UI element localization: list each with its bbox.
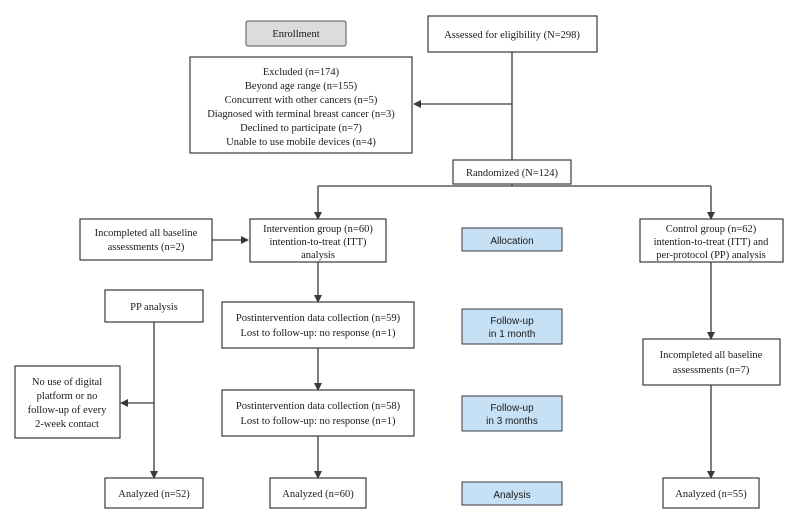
eligibility-box [427,15,598,53]
control-line-0: Control group (n=62) [666,224,757,235]
analyzed-pp-label: Analyzed (n=52) [118,489,190,500]
control-line-1: intention-to-treat (ITT) and [654,237,770,248]
analyzed-control-label: Analyzed (n=55) [675,489,747,500]
post3-line-0: Postintervention data collection (n=58) [236,401,401,412]
control-box [639,218,784,263]
control-incompleted-line-1: assessments (n=7) [673,365,750,376]
excluded-line-1: Beyond age range (n=155) [245,81,358,92]
no-use-line-0: No use of digital [32,377,102,388]
excluded-line-0: Excluded (n=174) [263,67,340,78]
followup3-stage-box [461,395,563,432]
control-incompleted-box [642,338,781,386]
analysis-stage-box [461,481,563,506]
intervention-box [249,218,387,263]
randomized-label: Randomized (N=124) [466,168,558,179]
post3-box [221,389,415,437]
enrollment-label: Enrollment [272,29,319,40]
intervention-line-2: analysis [301,250,335,261]
allocation-stage-box [461,227,563,252]
incompleted-left-line-0: Incompleted all baseline [95,228,198,239]
excluded-line-2: Concurrent with other cancers (n=5) [225,95,378,106]
followup3-stage-line-1: in 3 months [486,416,538,427]
analysis-stage-label: Analysis [493,490,530,501]
excluded-line-4: Declined to participate (n=7) [240,123,362,134]
followup3-stage-line-0: Follow-up [490,403,534,414]
analyzed-control-box [662,477,760,509]
analyzed-itt-box [269,477,367,509]
no-use-box [14,365,121,439]
pp-analysis-label: PP analysis [130,302,178,313]
analyzed-pp-box [104,477,204,509]
intervention-line-1: intention-to-treat (ITT) [269,237,367,248]
excluded-line-5: Unable to use mobile devices (n=4) [226,137,376,148]
enrollment-box [245,20,347,47]
eligibility-label: Assessed for eligibility (N=298) [444,30,580,41]
post3-line-1: Lost to follow-up: no response (n=1) [241,416,396,427]
control-line-2: per-protocol (PP) analysis [656,250,765,261]
followup1-stage-line-1: in 1 month [489,329,536,340]
connectors [120,52,715,479]
intervention-line-0: Intervention group (n=60) [263,224,373,235]
no-use-line-3: 2-week contact [35,419,99,430]
followup1-stage-box [461,308,563,345]
no-use-line-1: platform or no [37,391,98,402]
randomized-box [452,159,572,185]
excluded-line-3: Diagnosed with terminal breast cancer (n… [207,109,395,120]
incompleted-left-line-1: assessments (n=2) [108,242,185,253]
post1-line-0: Postintervention data collection (n=59) [236,313,401,324]
pp-analysis-box [104,289,204,323]
control-incompleted-line-0: Incompleted all baseline [660,350,763,361]
post1-line-1: Lost to follow-up: no response (n=1) [241,328,396,339]
incompleted-left-box [79,218,213,261]
analyzed-itt-label: Analyzed (n=60) [282,489,354,500]
allocation-stage-label: Allocation [490,236,533,247]
followup1-stage-line-0: Follow-up [490,316,534,327]
excluded-box [189,56,413,154]
post1-box [221,301,415,349]
no-use-line-2: follow-up of every [28,405,107,416]
